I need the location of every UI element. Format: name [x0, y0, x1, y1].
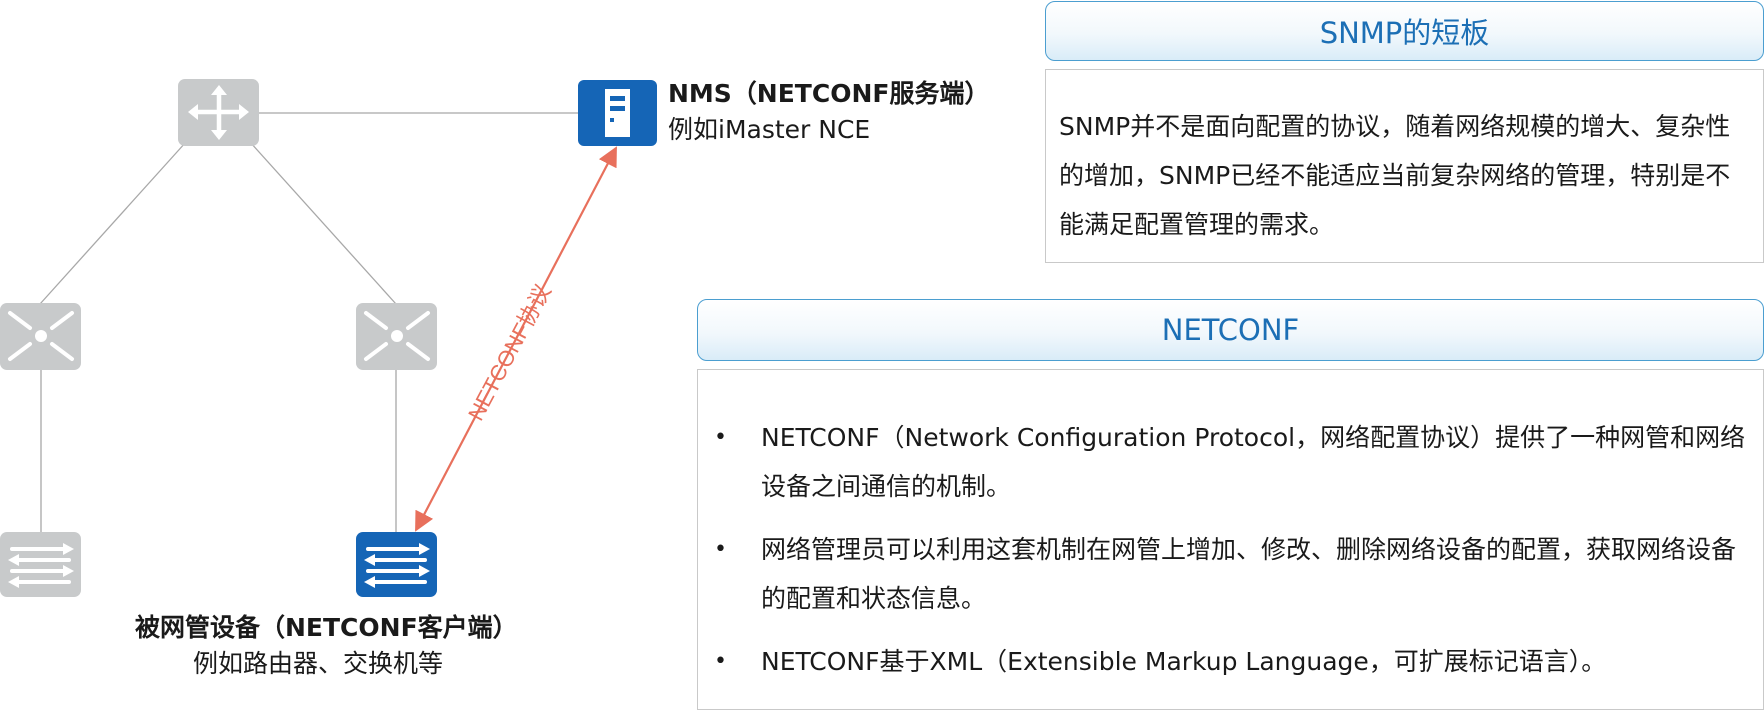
layer3-switch-icon [0, 303, 81, 370]
switch-icon [0, 532, 81, 597]
link-router-left [39, 141, 187, 305]
snmp-panel-body: SNMP并不是面向配置的协议，随着网络规模的增大、复杂性的增加，SNMP已经不能… [1045, 69, 1764, 263]
snmp-panel-title: SNMP的短板 [1319, 16, 1490, 50]
netconf-panel-title: NETCONF [1161, 313, 1300, 347]
nms-subtitle: 例如iMaster NCE [668, 115, 871, 144]
bullet-item: 网络管理员可以利用这套机制在网管上增加、修改、删除网络设备的配置，获取网络设备的… [698, 525, 1753, 623]
netconf-protocol-label: NETCONF协议 [463, 280, 556, 424]
snmp-panel-text: SNMP并不是面向配置的协议，随着网络规模的增大、复杂性的增加，SNMP已经不能… [1059, 112, 1731, 239]
nms-title: NMS（NETCONF服务端） [668, 79, 990, 108]
device-title: 被网管设备（NETCONF客户端） [135, 613, 518, 642]
managed-switch-icon [356, 532, 437, 597]
bullet-item: NETCONF（Network Configuration Protocol，网… [698, 413, 1753, 511]
server-icon [578, 80, 657, 146]
layer3-switch-icon [356, 303, 437, 370]
link-router-right [249, 141, 397, 305]
router-icon [178, 79, 259, 146]
device-subtitle: 例如路由器、交换机等 [193, 649, 444, 678]
snmp-panel-header: SNMP的短板 [1045, 1, 1764, 61]
bullet-item: NETCONF基于XML（Extensible Markup Language，… [698, 637, 1753, 686]
netconf-panel-header: NETCONF [697, 299, 1764, 361]
netconf-panel-body: NETCONF（Network Configuration Protocol，网… [697, 369, 1764, 710]
netconf-protocol-arrow [415, 146, 617, 532]
